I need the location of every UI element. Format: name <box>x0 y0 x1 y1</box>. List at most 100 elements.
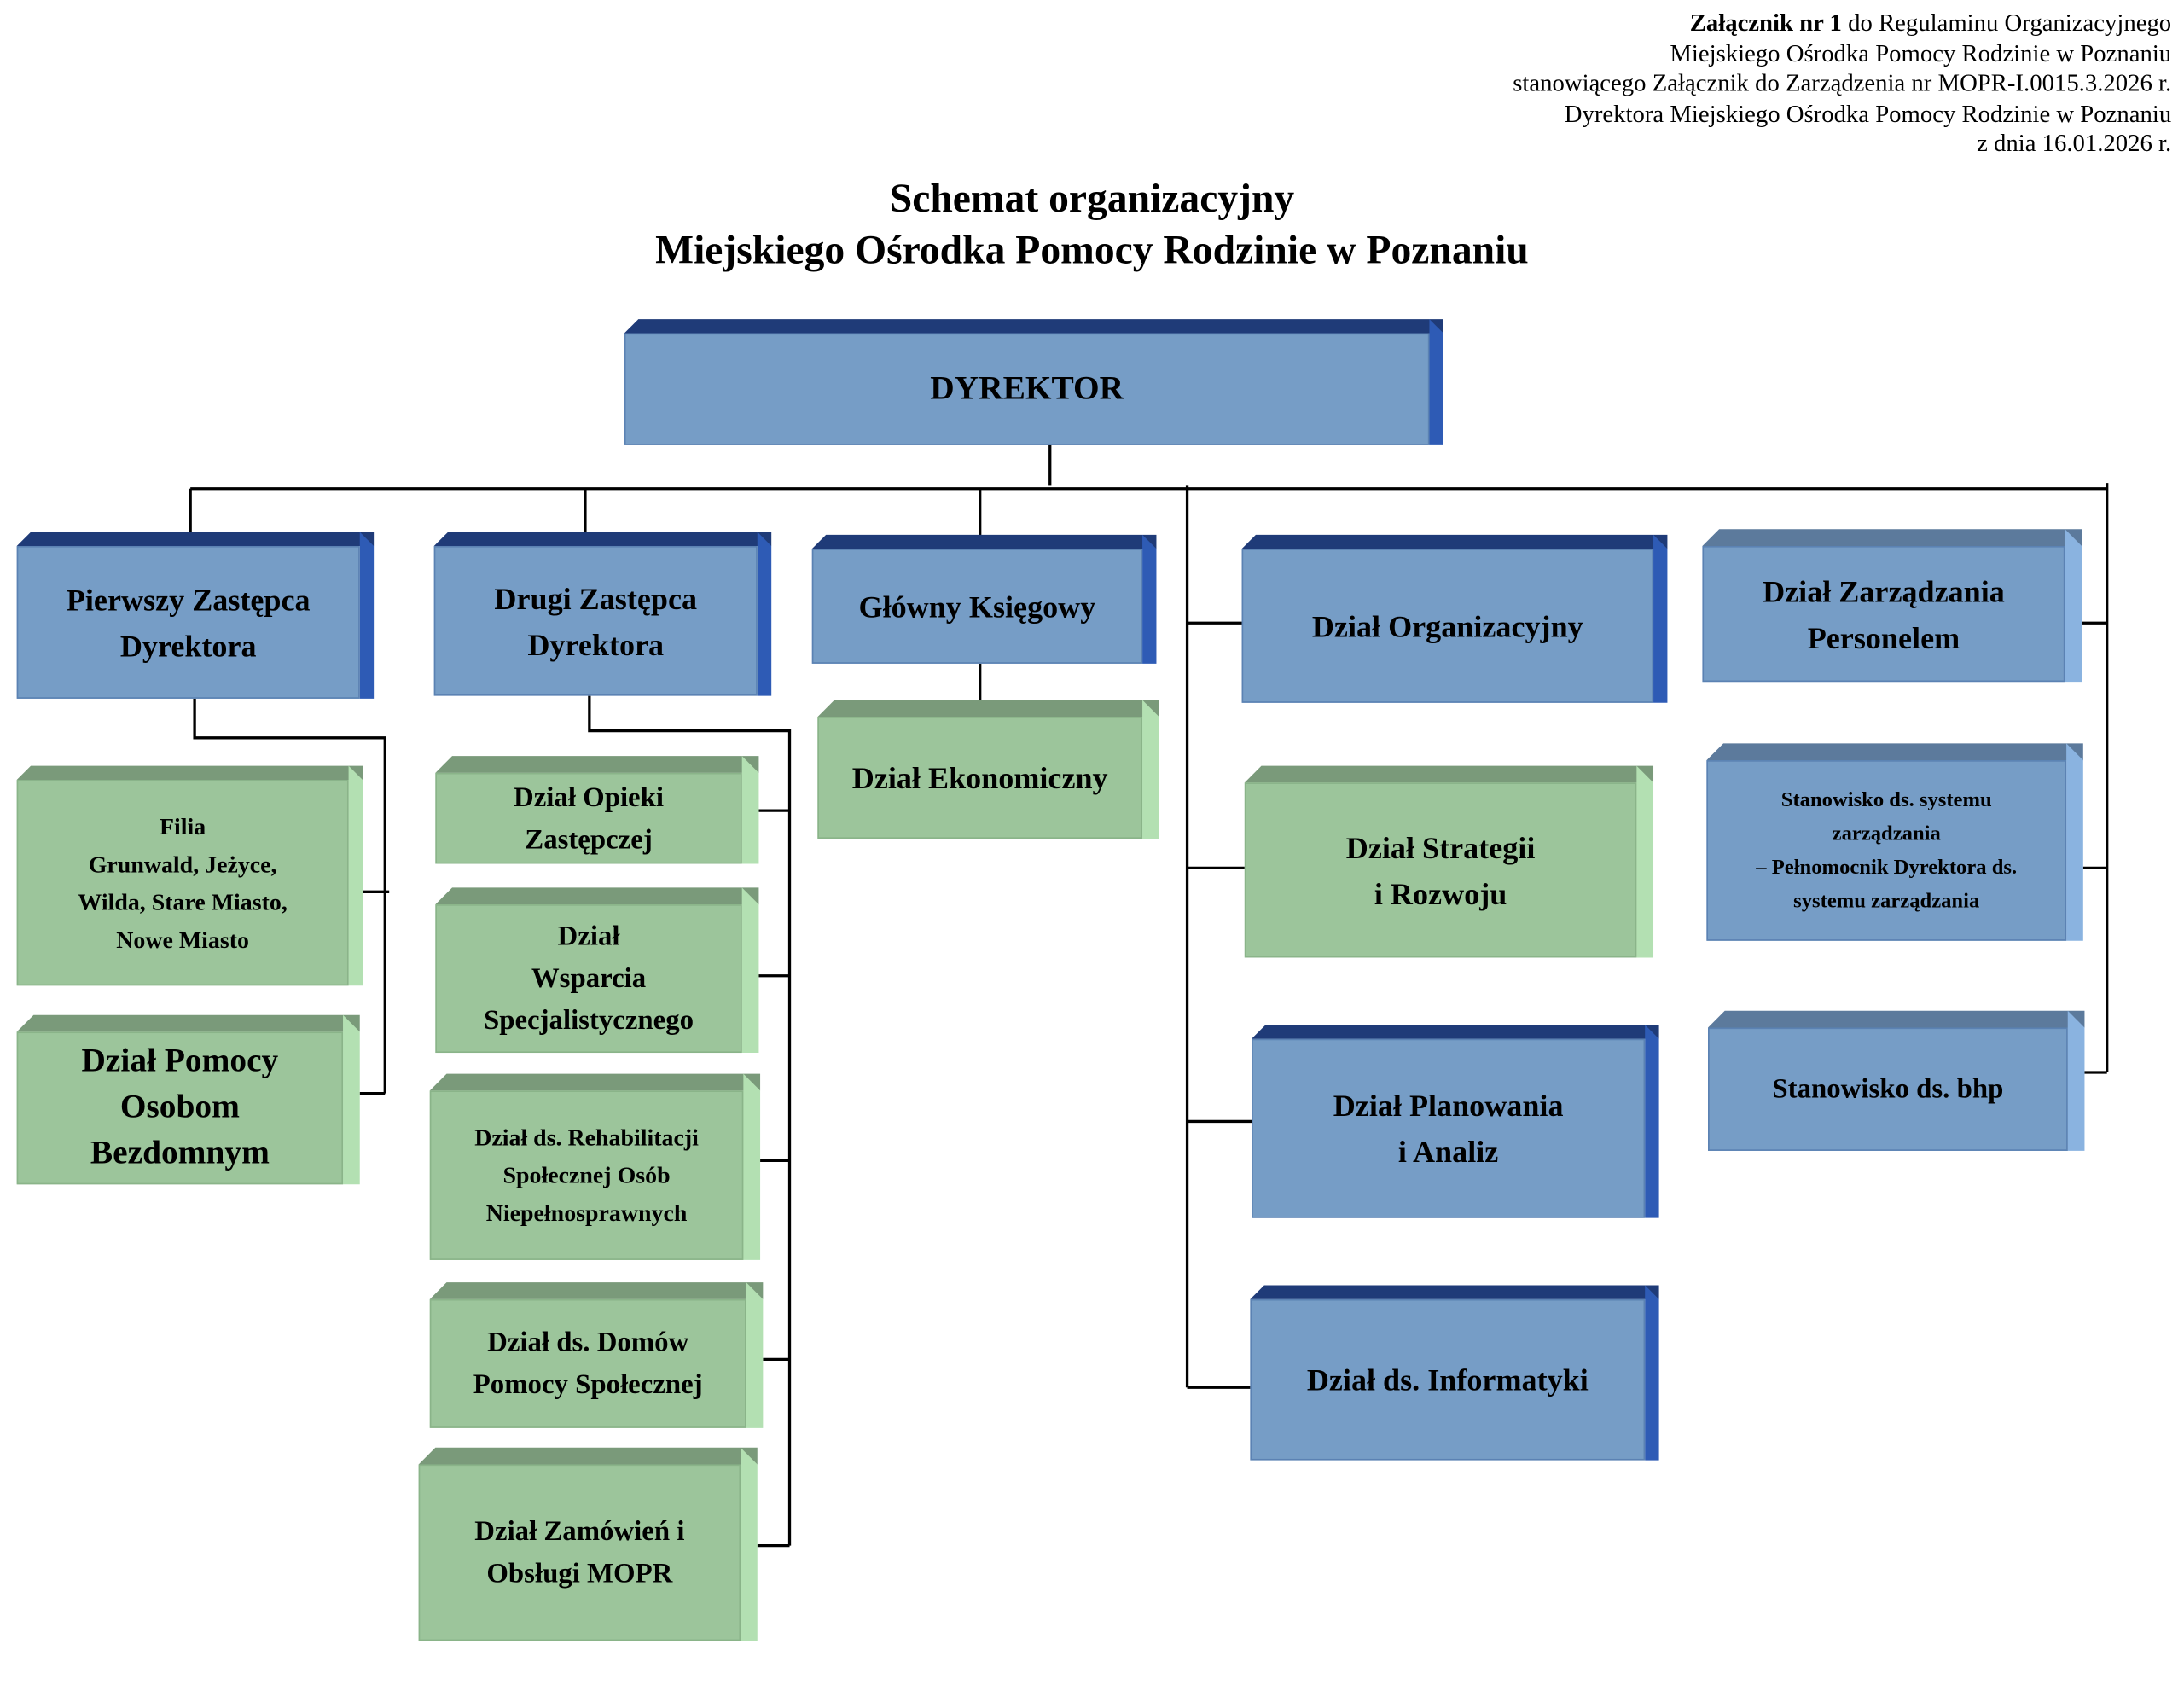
box-side-bevel <box>1645 1025 1659 1218</box>
org-unit-text: Dział Strategii i Rozwoju <box>1346 824 1536 916</box>
org-unit-label-line: Dyrektora <box>527 626 665 662</box>
box-top-bevel <box>429 1282 764 1299</box>
org-unit-label: Dział Zamówień i Obsługi MOPR <box>418 1464 741 1641</box>
box-side-bevel <box>2066 743 2083 941</box>
org-unit-label-line: Drugi Zastępca <box>494 580 698 616</box>
box-side-bevel <box>1653 534 1668 703</box>
box-top-bevel <box>16 532 375 546</box>
org-unit-label-line: Pomocy Społecznej <box>473 1368 703 1400</box>
connector-p2-children <box>588 695 792 1546</box>
box-side-bevel <box>348 765 363 986</box>
box-side-bevel <box>1142 534 1157 664</box>
org-unit-text: Dział Organizacyjny <box>1311 608 1583 644</box>
org-unit-label-line: Dział Zamówień i <box>474 1516 685 1548</box>
org-unit-label-line: Nowe Miasto <box>116 926 249 953</box>
box-side-bevel <box>1645 1285 1659 1461</box>
chart-title-line-1: Schemat organizacyjny <box>889 176 1295 222</box>
org-unit-label: Dział Strategii i Rozwoju <box>1244 782 1637 958</box>
header-line-5: z dnia 16.01.2026 r. <box>1977 128 2172 157</box>
org-unit-text: Dział Planowania i Analiz <box>1333 1082 1564 1174</box>
box-side-bevel <box>741 887 759 1054</box>
box-side-bevel <box>757 532 772 696</box>
org-unit-text: Dział Ekonomiczny <box>851 760 1108 796</box>
org-unit-dzial-ekonomiczny: Dział Ekonomiczny <box>817 700 1159 839</box>
box-top-bevel <box>435 756 759 773</box>
box-side-bevel <box>1429 319 1443 445</box>
header-line-2: Miejskiego Ośrodka Pomocy Rodzinie w Poz… <box>1670 38 2172 67</box>
box-top-bevel <box>1708 1010 2085 1028</box>
box-top-bevel <box>418 1447 758 1465</box>
org-unit-label-line: Dział Strategii <box>1345 829 1536 865</box>
org-unit-label-line: i Rozwoju <box>1374 875 1507 911</box>
org-unit-dzial-strategii: Dział Strategii i Rozwoju <box>1244 765 1654 958</box>
box-top-bevel <box>624 319 1443 334</box>
org-unit-label-line: Zastępczej <box>525 823 653 855</box>
org-unit-dzial-informatyki: Dział ds. Informatyki <box>1250 1285 1659 1461</box>
org-unit-label-line: Dział <box>557 921 620 952</box>
org-unit-label-line: Dział ds. Rehabilitacji <box>474 1124 699 1151</box>
box-top-bevel <box>1706 743 2083 761</box>
box-side-bevel <box>743 1073 761 1260</box>
chart-title-line-2: Miejskiego Ośrodka Pomocy Rodzinie w Poz… <box>655 228 1529 273</box>
org-unit-text: Dział ds. Informatyki <box>1306 1362 1589 1397</box>
box-top-bevel <box>435 887 759 905</box>
org-unit-label-line: Dział Planowania <box>1333 1088 1564 1124</box>
org-unit-label-line: Dział ds. Domów <box>487 1327 689 1358</box>
org-unit-dzial-planowania: Dział Planowania i Analiz <box>1252 1025 1659 1218</box>
org-unit-label-line: Dział Pomocy <box>81 1043 279 1080</box>
org-unit-label-line: Obsługi MOPR <box>486 1558 673 1589</box>
org-unit-label-line: Stanowisko ds. systemu <box>1780 788 1992 811</box>
box-top-bevel <box>16 765 363 781</box>
org-unit-label-line: Społecznej Osób <box>502 1162 671 1189</box>
org-unit-label-line: Osobom <box>119 1089 240 1126</box>
box-top-bevel <box>16 1014 360 1032</box>
org-unit-dyrektor: DYREKTOR <box>624 319 1443 445</box>
org-unit-text: Stanowisko ds. bhp <box>1772 1073 2004 1105</box>
box-top-bevel <box>1702 529 2082 546</box>
box-top-bevel <box>1244 765 1654 783</box>
org-unit-text: DYREKTOR <box>930 370 1124 407</box>
box-top-bevel <box>1241 534 1668 549</box>
org-unit-label: DYREKTOR <box>624 333 1430 445</box>
box-side-bevel <box>1142 700 1159 839</box>
org-unit-label-line: Wilda, Stare Miasto, <box>78 888 288 915</box>
org-unit-text: Główny Księgowy <box>858 589 1096 625</box>
box-side-bevel <box>2067 1010 2085 1151</box>
org-unit-label-line: Bezdomnym <box>90 1135 270 1172</box>
org-unit-label-line: Niepełnosprawnych <box>485 1200 688 1227</box>
box-side-bevel <box>746 1282 764 1428</box>
box-top-bevel <box>1250 1285 1659 1299</box>
org-unit-label-line: Grunwald, Jeżyce, <box>88 850 277 878</box>
org-unit-label: Główny Księgowy <box>811 549 1143 664</box>
org-unit-label: Dział Ekonomiczny <box>817 717 1143 839</box>
org-unit-label-line: Filia <box>159 812 206 839</box>
attachment-title: do Regulaminu Organizacyjnego <box>1841 8 2172 37</box>
org-unit-glowny-ksiegowy: Główny Księgowy <box>811 534 1157 664</box>
chart-title: Schemat organizacyjny Miejskiego Ośrodka… <box>532 173 1653 276</box>
org-unit-label-line: i Analiz <box>1397 1134 1499 1170</box>
org-unit-label: Dział ds. Informatyki <box>1250 1298 1646 1461</box>
box-side-bevel <box>741 1447 758 1641</box>
box-side-bevel <box>1636 765 1654 958</box>
org-unit-label-line: systemu zarządzania <box>1793 889 1980 913</box>
